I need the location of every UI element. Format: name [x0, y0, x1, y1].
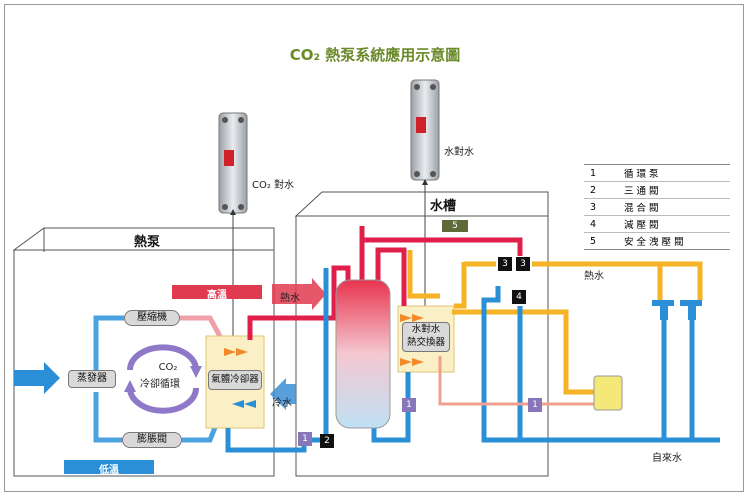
- pump-marker-2: 1: [402, 398, 416, 412]
- warm-pipe: [407, 250, 703, 395]
- water-water-hx-label: 水對水: [444, 147, 474, 158]
- air-intake-arrow-icon: [14, 362, 60, 394]
- water-tank-label: 水槽: [430, 199, 457, 214]
- diagram-title: CO₂ 熱泵系統應用示意圖: [289, 46, 461, 64]
- pump-marker-1: 1: [298, 432, 312, 446]
- gas-cooler: 氣體冷卻器: [208, 370, 262, 390]
- hot-water-in-label: 熱水: [280, 293, 300, 304]
- evaporator: 蒸發器: [68, 370, 116, 388]
- water-tank-box: [294, 191, 549, 477]
- legend-num: 5: [584, 232, 618, 250]
- storage-tank: [335, 279, 391, 429]
- pump-marker-3: 1: [528, 398, 542, 412]
- legend-num: 3: [584, 198, 618, 216]
- expansion-valve: 膨脹閥: [122, 432, 182, 448]
- legend-text: 循 環 泵: [618, 164, 730, 182]
- hot-water-out-label: 熱水: [584, 271, 604, 282]
- mix-valve-marker-1: 3: [498, 257, 512, 271]
- hot-water-arrow-icon: [272, 278, 326, 310]
- co2-cycle-label-1: CO₂: [158, 362, 178, 373]
- diagram-frame: [4, 4, 744, 492]
- beaker-icon: [593, 375, 623, 411]
- high-temp-banner: [172, 285, 262, 299]
- cold-transfer-arrows: [232, 400, 256, 408]
- legend-num: 4: [584, 215, 618, 233]
- legend-text: 減 壓 閥: [618, 215, 730, 233]
- city-water-label: 自來水: [652, 453, 682, 464]
- refrigerant-loop: [93, 315, 225, 443]
- hot-pipe: [247, 226, 523, 340]
- water-water-hx: 水對水 熱交換器: [402, 322, 450, 352]
- three-way-valve-marker: 2: [320, 434, 334, 448]
- cold-water-label: 冷水: [272, 398, 292, 409]
- heat-transfer-arrows: [224, 314, 424, 366]
- cold-water-arrow-icon: [270, 378, 296, 410]
- legend-num: 2: [584, 181, 618, 199]
- water-water-plate-hx-icon: [410, 79, 440, 320]
- low-temp-banner: [64, 460, 154, 474]
- return-pipe: [438, 356, 610, 406]
- co2-cycle-label-2: 冷卻循環: [140, 379, 180, 390]
- heat-pump-box: [12, 227, 275, 477]
- co2-water-plate-hx-icon: [218, 112, 248, 339]
- legend-text: 三 通 閥: [618, 181, 730, 199]
- heat-pump-label: 熱泵: [134, 235, 161, 250]
- co2-cycle-arrow-icon: [124, 344, 202, 414]
- cold-pipe: [225, 268, 720, 453]
- low-temp-label: 低溫: [99, 465, 119, 476]
- relief-valve-marker: 5: [442, 220, 468, 232]
- mix-valve-marker-2: 3: [516, 257, 530, 271]
- hx-label-1: 水對水: [411, 324, 441, 335]
- hx-label-2: 熱交換器: [406, 337, 445, 348]
- legend-text: 混 合 閥: [618, 198, 730, 216]
- legend-num: 1: [584, 164, 618, 182]
- reducer-valve-marker: 4: [512, 290, 526, 304]
- legend-text: 安 全 洩 壓 閥: [618, 232, 730, 250]
- high-temp-label: 高溫: [207, 290, 227, 301]
- compressor: 壓縮機: [124, 310, 180, 326]
- co2-water-hx-label: CO₂ 對水: [252, 180, 295, 191]
- faucet-icon: [652, 300, 702, 320]
